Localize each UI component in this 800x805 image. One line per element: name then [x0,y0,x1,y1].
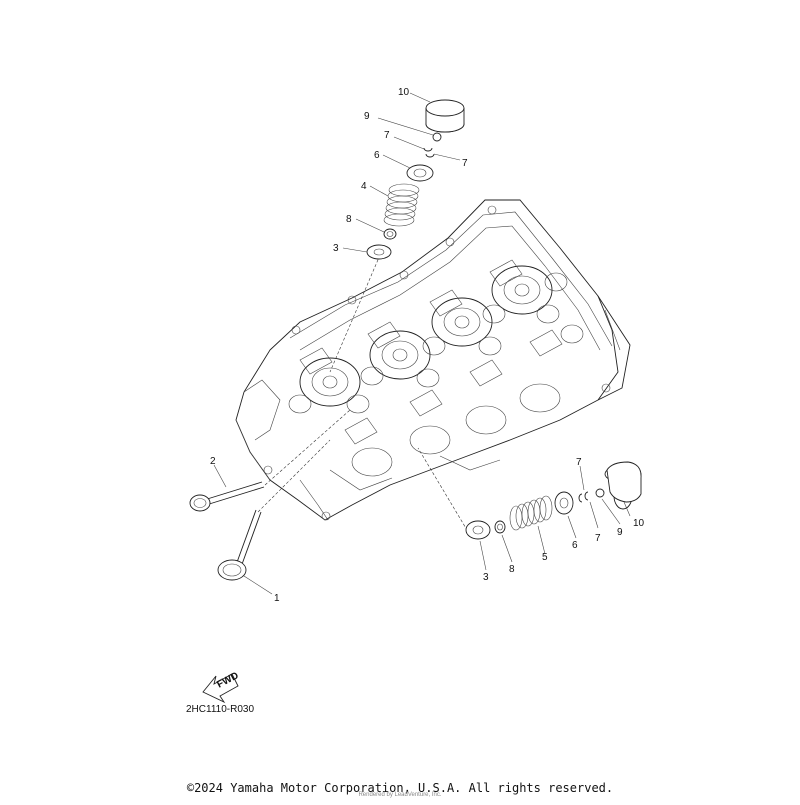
callout-4-top: 4 [361,181,367,192]
callout-8-bottom: 8 [509,564,515,575]
valve-cotter-bottom [578,491,589,503]
spring-seat-bottom [465,520,491,540]
callout-5: 5 [542,552,548,563]
valve-stem-seal-top [383,228,397,240]
callout-8-top: 8 [346,214,352,225]
shim-bottom [595,488,605,498]
valve-stem-seal-bottom [494,520,506,534]
copyright-text: ©2024 Yamaha Motor Corporation, U.S.A. A… [186,781,614,795]
valve-lifter-bottom [604,461,642,510]
callout-3-top: 3 [333,243,339,254]
watermark-text: Rendered by LeadVenture, Inc. [358,792,442,798]
spring-seat-top [366,244,392,260]
callout-7-bottom-lower: 7 [595,533,601,544]
callout-1: 1 [274,593,280,604]
forward-arrow-icon: FWD [202,670,241,704]
callout-7-bottom-upper: 7 [576,457,582,468]
intake-valve [217,509,262,581]
valve-lifter-top [425,99,465,133]
exhaust-valve [189,481,265,512]
callout-3-bottom: 3 [483,572,489,583]
valve-spring-bottom [509,495,553,531]
callout-7-top-right: 7 [462,158,468,169]
assembly-lines [257,254,471,536]
callout-9-top: 9 [364,111,370,122]
callout-6-top: 6 [374,150,380,161]
callout-10-bottom: 10 [633,518,645,529]
valve-cotter-top [423,147,435,158]
callout-2: 2 [210,456,216,467]
cylinder-head [235,199,631,521]
callout-9-bottom: 9 [617,527,623,538]
spring-retainer-top [406,164,434,182]
leader-lines [213,92,631,595]
callout-7-top-left: 7 [384,130,390,141]
valve-spring-top [383,183,420,227]
callout-10-top: 10 [398,87,410,98]
callout-6-bottom: 6 [572,540,578,551]
spring-retainer-bottom [554,491,574,515]
shim-top [432,132,442,142]
diagram-code: 2HC1110-R030 [186,704,255,715]
callout-labels: 10 9 7 7 6 4 8 3 2 1 3 8 5 6 7 7 9 10 [210,87,645,604]
